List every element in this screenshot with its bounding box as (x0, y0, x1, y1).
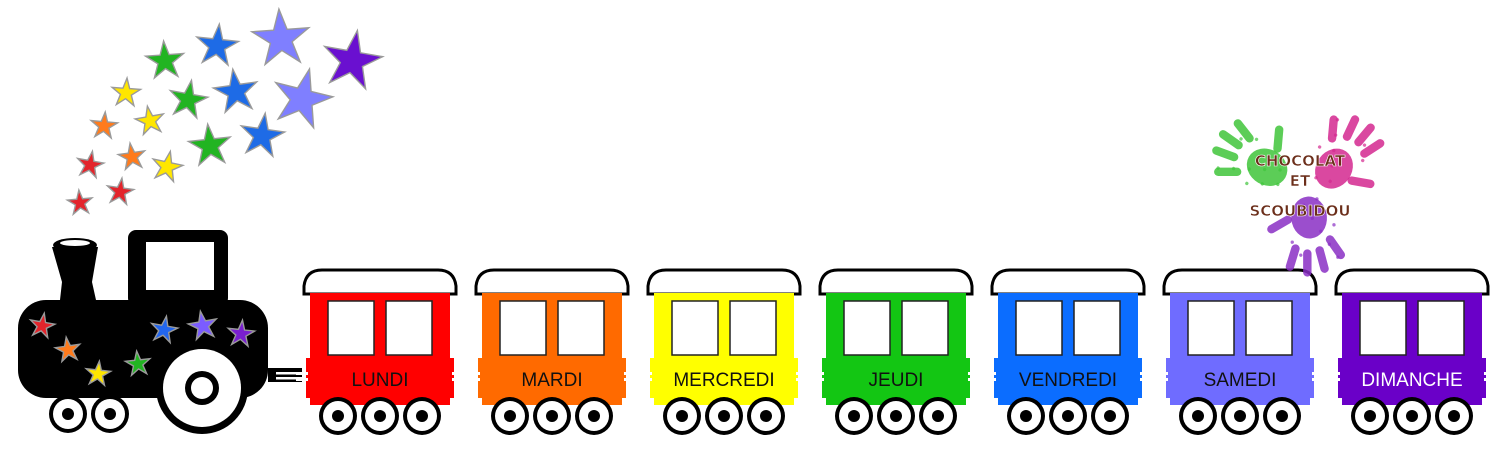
handprint-pink-icon (1314, 115, 1385, 189)
wagon-window (1187, 300, 1235, 356)
wagon-wheel (1091, 397, 1129, 435)
wagon-wheel (877, 397, 915, 435)
locomotive-cab-window (146, 242, 214, 290)
wagon-wheel (1263, 397, 1301, 435)
wagon-wheel (747, 397, 785, 435)
logo-line-2: ET (1290, 172, 1311, 190)
locomotive-wheel (49, 395, 87, 433)
wagon-roof (990, 268, 1146, 296)
wagon-day-label: LUNDI (351, 370, 408, 391)
wagon-window (385, 300, 433, 356)
wagon-wheel (403, 397, 441, 435)
handprint-purple-icon (1267, 196, 1346, 277)
locomotive-chimney (52, 247, 98, 300)
logo-line-1: CHOCOLAT (1255, 152, 1346, 170)
wagon-wheel (1179, 397, 1217, 435)
wagon-wheel (1435, 397, 1473, 435)
wagon-day-label: DIMANCHE (1361, 370, 1462, 391)
locomotive (18, 230, 306, 434)
wagon-wheel (919, 397, 957, 435)
handprint-green-icon (1212, 119, 1288, 187)
wagon-day-label: MERCREDI (673, 370, 774, 391)
smoke-star-icon (267, 62, 338, 131)
smoke-star-icon (145, 40, 185, 79)
logo-line-3: SCOUBIDOU (1249, 202, 1350, 220)
smoke-stars (67, 7, 387, 214)
smoke-star-icon (149, 148, 185, 183)
wagon-window (1245, 300, 1293, 356)
locomotive-wheel (91, 395, 129, 433)
wagon-window (671, 300, 719, 356)
wagon-window (901, 300, 949, 356)
smoke-star-icon (75, 149, 106, 179)
wagon-window (1073, 300, 1121, 356)
wagon-day-label: JEUDI (869, 370, 924, 391)
wagon-window (499, 300, 547, 356)
smoke-star-icon (117, 141, 147, 170)
wagon-window (729, 300, 777, 356)
wagon-window (327, 300, 375, 356)
smoke-star-icon (211, 66, 260, 113)
wagon-roof (818, 268, 974, 296)
wagon-wheel (663, 397, 701, 435)
wagon-mardi: MARDI (468, 268, 634, 435)
wagon-wheel (1393, 397, 1431, 435)
wagon-wheel (575, 397, 613, 435)
smoke-star-icon (187, 122, 233, 166)
wagons: LUNDI MARDI MERCREDI JEUDI VENDREDI SAMEDI DIM… (296, 268, 1494, 435)
wagon-day-label: VENDREDI (1019, 370, 1117, 391)
wagon-window (1417, 300, 1465, 356)
smoke-star-icon (111, 77, 141, 106)
wagon-vendredi: VENDREDI (984, 268, 1150, 435)
wagon-wheel (1351, 397, 1389, 435)
smoke-star-icon (250, 7, 311, 65)
smoke-star-icon (166, 77, 210, 119)
wagon-wheel (533, 397, 571, 435)
wagon-dimanche: DIMANCHE (1328, 268, 1494, 435)
wagon-roof (474, 268, 630, 296)
wagon-roof (302, 268, 458, 296)
wagon-mercredi: MERCREDI (640, 268, 806, 435)
smoke-star-icon (194, 22, 240, 66)
wagon-roof (1334, 268, 1490, 296)
wagon-window (843, 300, 891, 356)
wagon-wheel (319, 397, 357, 435)
wagon-jeudi: JEUDI (812, 268, 978, 435)
wagon-wheel (491, 397, 529, 435)
wagon-roof (1162, 268, 1318, 296)
wagon-window (557, 300, 605, 356)
wagon-day-label: SAMEDI (1204, 370, 1277, 391)
smoke-star-icon (133, 104, 166, 136)
wagon-wheel (835, 397, 873, 435)
wagon-window (1359, 300, 1407, 356)
chocolat-scoubidou-logo: CHOCOLAT ET SCOUBIDOU (1212, 115, 1385, 277)
smoke-star-icon (90, 111, 119, 139)
wagon-wheel (1049, 397, 1087, 435)
smoke-star-icon (319, 25, 387, 90)
smoke-star-icon (67, 189, 94, 215)
wagon-roof (646, 268, 802, 296)
wagon-wheel (1221, 397, 1259, 435)
wagon-wheel (1007, 397, 1045, 435)
wagon-lundi: LUNDI (296, 268, 462, 435)
smoke-star-icon (105, 176, 135, 205)
wagon-window (1015, 300, 1063, 356)
wagon-wheel (705, 397, 743, 435)
wagon-day-label: MARDI (521, 370, 582, 391)
wagon-samedi: SAMEDI (1156, 268, 1322, 435)
wagon-wheel (361, 397, 399, 435)
